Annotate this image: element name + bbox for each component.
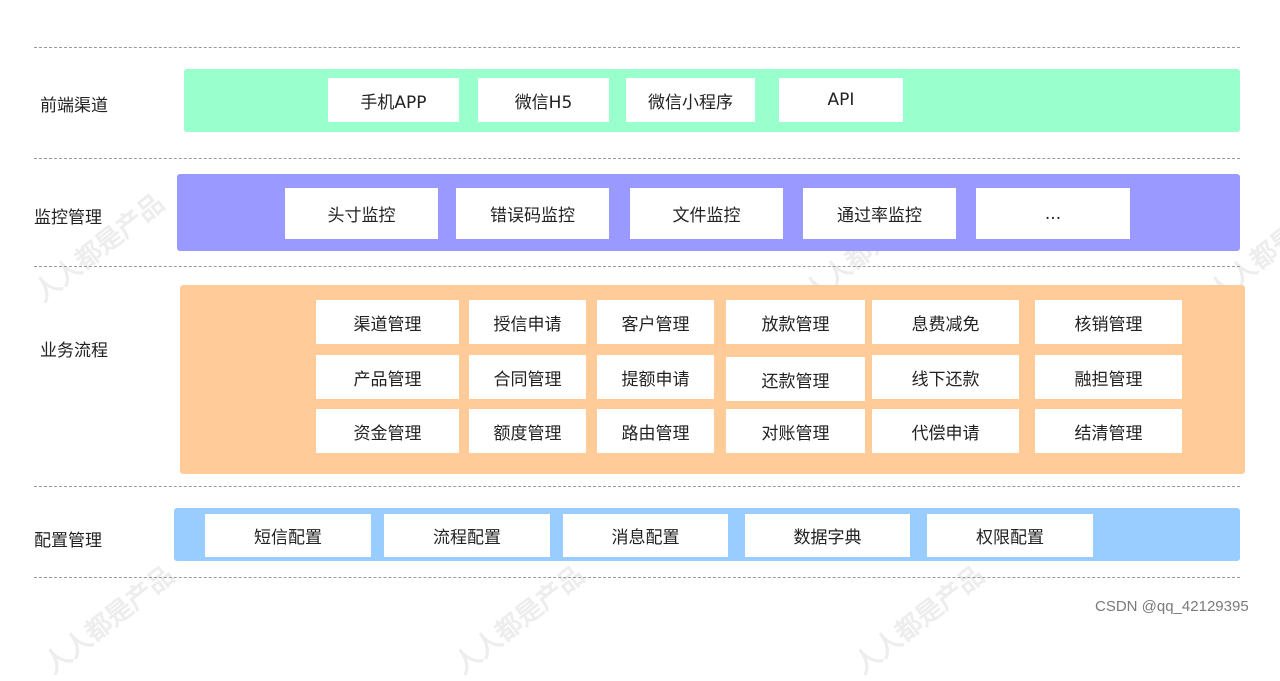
business-item: 核销管理 (1035, 300, 1182, 344)
business-item: 息费减免 (872, 300, 1019, 344)
frontend-item: 手机APP (328, 78, 459, 122)
frontend-item: API (779, 78, 903, 122)
business-item: 合同管理 (469, 355, 586, 399)
source-credit: CSDN @qq_42129395 (1095, 598, 1249, 615)
business-item: 提额申请 (597, 355, 714, 399)
business-item: 对账管理 (726, 409, 865, 453)
row-label-business: 业务流程 (40, 341, 108, 361)
monitor-item: ... (976, 188, 1130, 239)
dashed-divider (34, 158, 1240, 159)
business-item: 产品管理 (316, 355, 459, 399)
config-item: 流程配置 (384, 514, 550, 557)
monitor-item: 通过率监控 (803, 188, 956, 239)
business-item: 还款管理 (726, 357, 865, 401)
business-item: 放款管理 (726, 300, 865, 344)
config-item: 消息配置 (563, 514, 728, 557)
config-item: 数据字典 (745, 514, 910, 557)
config-item: 短信配置 (205, 514, 371, 557)
business-item: 线下还款 (872, 355, 1019, 399)
business-item: 授信申请 (469, 300, 586, 344)
business-item: 融担管理 (1035, 355, 1182, 399)
business-item: 代偿申请 (872, 409, 1019, 453)
watermark: 人人都是产品 (38, 560, 181, 681)
row-label-config: 配置管理 (34, 531, 102, 551)
config-item: 权限配置 (927, 514, 1093, 557)
business-item: 结清管理 (1035, 409, 1182, 453)
frontend-item: 微信H5 (478, 78, 609, 122)
dashed-divider (34, 266, 1240, 267)
monitor-item: 错误码监控 (456, 188, 609, 239)
business-item: 额度管理 (469, 409, 586, 453)
frontend-item: 微信小程序 (626, 78, 755, 122)
monitor-item: 头寸监控 (285, 188, 438, 239)
dashed-divider (34, 47, 1240, 48)
monitor-item: 文件监控 (630, 188, 783, 239)
business-item: 资金管理 (316, 409, 459, 453)
row-label-frontend: 前端渠道 (40, 96, 108, 116)
watermark: 人人都是产品 (448, 560, 591, 681)
business-item: 渠道管理 (316, 300, 459, 344)
business-item: 客户管理 (597, 300, 714, 344)
dashed-divider (34, 486, 1240, 487)
watermark: 人人都是产品 (848, 560, 991, 681)
row-label-monitor: 监控管理 (34, 208, 102, 228)
business-item: 路由管理 (597, 409, 714, 453)
dashed-divider (34, 577, 1240, 578)
